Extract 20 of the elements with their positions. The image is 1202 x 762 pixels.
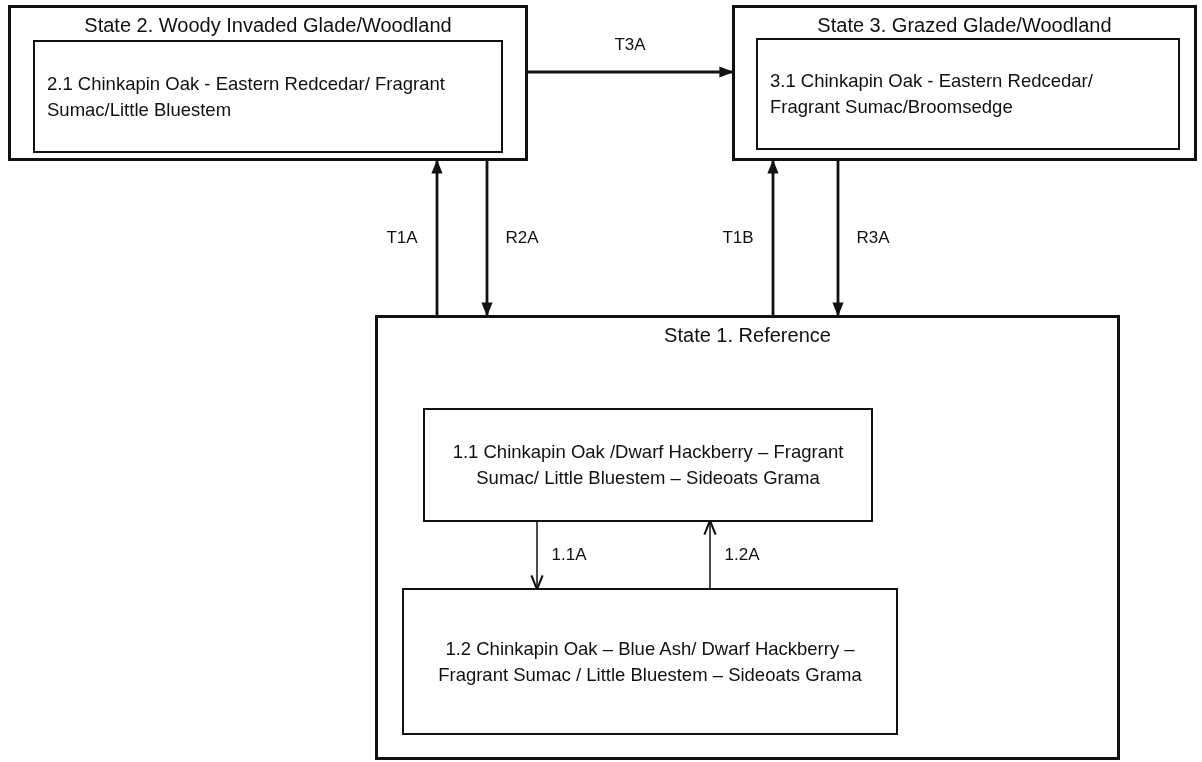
community-text: 1.2 Chinkapin Oak – Blue Ash/ Dwarf Hackberry – Fragrant Sumac / Little Bluestem – Sideoats Grama xyxy=(437,636,863,687)
arrow xyxy=(431,159,443,315)
state-title: State 2. Woody Invaded Glade/Woodland xyxy=(84,13,452,38)
community-box xyxy=(756,38,1180,150)
arrow xyxy=(528,66,734,78)
community-box xyxy=(402,588,898,735)
community-text: 3.1 Chinkapin Oak - Eastern Redcedar/ Fragrant Sumac/Broomsedge xyxy=(770,69,1094,119)
state-box xyxy=(732,5,1197,161)
state-box xyxy=(8,5,528,161)
state-title: State 1. Reference xyxy=(664,323,831,348)
arrow xyxy=(481,161,493,317)
community-box xyxy=(423,408,873,522)
community-box xyxy=(33,40,503,153)
community-text: 1.1 Chinkapin Oak /Dwarf Hackberry – Fragrant Sumac/ Little Bluestem – Sideoats Grama xyxy=(451,440,845,490)
arrow xyxy=(832,161,844,317)
state-box xyxy=(375,315,1120,760)
arrow xyxy=(767,159,779,315)
arrow xyxy=(530,521,544,591)
community-text: 2.1 Chinkapin Oak - Eastern Redcedar/ Fragrant Sumac/Little Bluestem xyxy=(47,71,446,122)
state-title: State 3. Grazed Glade/Woodland xyxy=(817,13,1112,38)
